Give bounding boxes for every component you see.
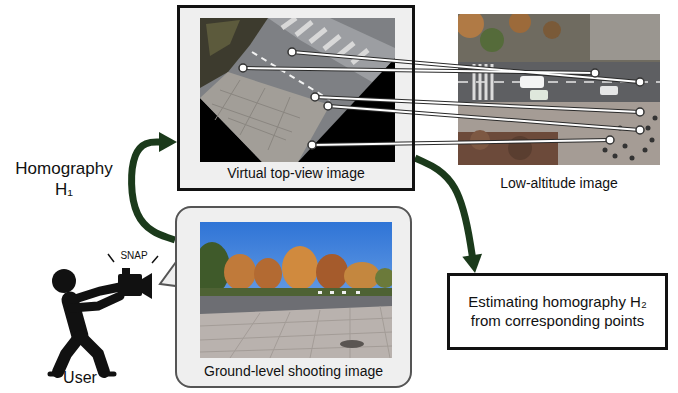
node-text: Estimating homography H₂ from correspond… — [464, 293, 651, 331]
bubble-ground — [175, 206, 412, 387]
edge-label: Homography H₁ — [6, 158, 122, 201]
image-frame: Virtual top-view image — [177, 5, 415, 191]
ground-level-photo — [200, 222, 392, 358]
node-text: Virtual top-view image — [227, 165, 364, 183]
connector-outline — [312, 140, 610, 145]
flow-arrow — [132, 142, 175, 240]
sound-effect-label: SNAP — [116, 250, 152, 263]
bubble-tail — [160, 262, 176, 286]
flow-arrow — [415, 158, 473, 258]
arrow-head — [462, 254, 482, 273]
connector-outline — [292, 52, 640, 82]
correspondence-line — [243, 68, 595, 73]
user-pictogram — [50, 254, 158, 374]
actor-label: User — [50, 368, 110, 388]
node-text: Ground-level shooting image — [204, 363, 383, 381]
speech-bubble: Ground-level shooting image — [175, 206, 412, 388]
correspondence-line — [312, 140, 610, 145]
process-box: Estimating homography H₂ from correspond… — [447, 273, 668, 350]
node-text: Low-altitude image — [500, 175, 618, 193]
correspondence-line — [328, 106, 640, 130]
correspondence-line — [292, 52, 640, 82]
image-panel: Low-altitude image — [458, 14, 660, 194]
arrow-head — [159, 132, 177, 152]
connector-outline — [243, 68, 595, 73]
top-view-photo — [200, 18, 395, 162]
